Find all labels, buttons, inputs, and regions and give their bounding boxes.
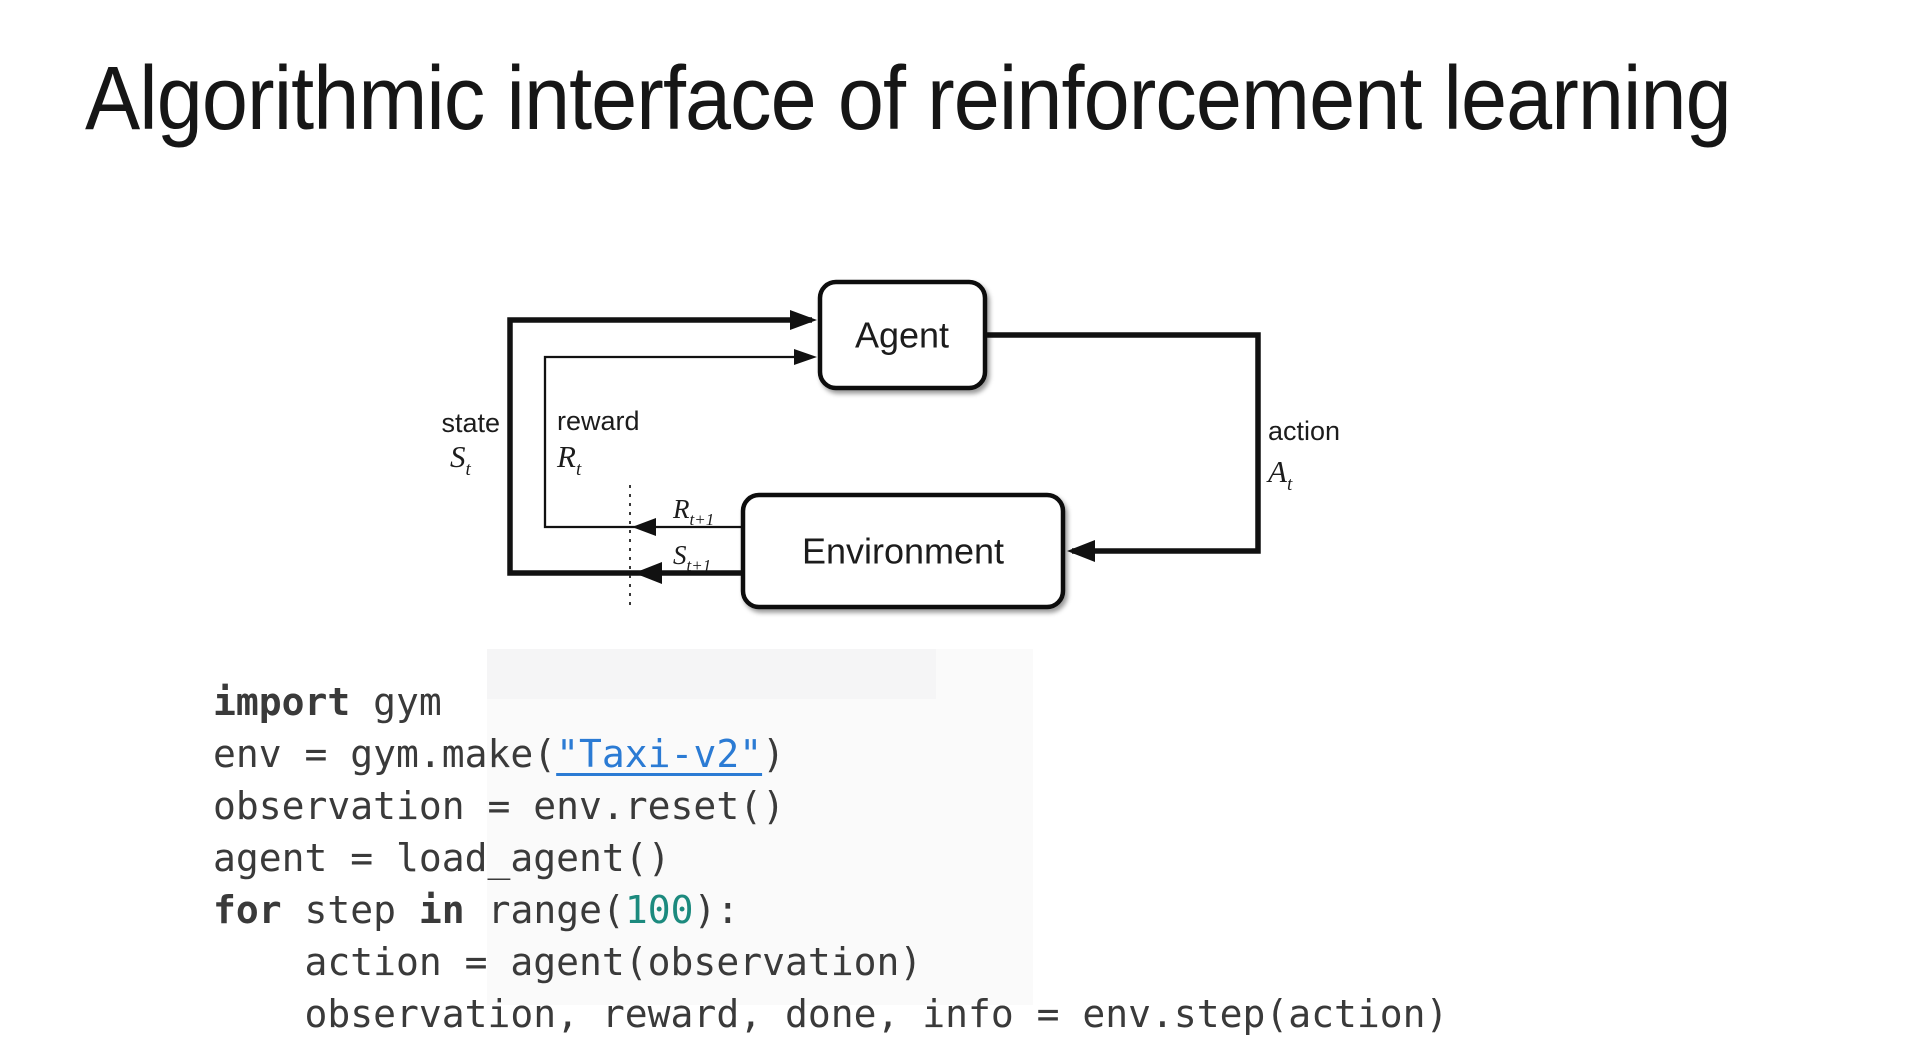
action-into-environment-arrowhead: [1067, 540, 1095, 562]
code-line: observation = env.reset(): [213, 780, 1448, 832]
code-segment: in: [418, 888, 465, 932]
code-segment: range(: [464, 888, 625, 932]
code-line: agent = load_agent(): [213, 832, 1448, 884]
code-segment: action = agent(observation): [213, 940, 923, 984]
agent-box: [817, 279, 988, 391]
code-segment: import: [213, 680, 351, 724]
code-segment: ):: [693, 888, 740, 932]
reward-label: reward: [557, 406, 640, 436]
reward-into-agent-arrowhead: [794, 349, 817, 365]
code-line: env = gym.make("Taxi-v2"): [213, 728, 1448, 780]
code-line: for step in range(100):: [213, 884, 1448, 936]
next-state-arrowhead: [634, 562, 662, 584]
code-segment: gym: [350, 680, 442, 724]
state-line: [507, 317, 812, 576]
taxi-v2-link[interactable]: "Taxi-v2": [556, 732, 763, 776]
code-segment: ): [762, 732, 785, 776]
code-background-tint: [487, 649, 936, 699]
action-label: action: [1268, 416, 1340, 446]
code-segment: observation = env.reset(): [213, 784, 785, 828]
state-label: state: [441, 408, 500, 438]
state-into-agent-arrowhead: [790, 310, 817, 330]
code-segment: observation, reward, done, info = env.st…: [213, 992, 1449, 1036]
next-reward-arrowhead: [632, 518, 656, 536]
action-symbol: At: [1266, 454, 1293, 495]
code-segment: step: [281, 888, 419, 932]
agent-box-label: Agent: [855, 315, 949, 356]
code-segment: 100: [624, 888, 694, 932]
code-background-tint: [487, 649, 1033, 1005]
slide-title: Algorithmic interface of reinforcement l…: [85, 49, 1732, 149]
code-line: action = agent(observation): [213, 936, 1448, 988]
code-segment: env = gym.make(: [213, 732, 557, 776]
rl-diagram: Agent Environment state St reward Rt act…: [441, 279, 1340, 610]
environment-box: [740, 492, 1066, 610]
environment-box-label: Environment: [802, 531, 1004, 572]
reward-symbol: Rt: [556, 439, 582, 480]
next-reward-symbol: Rt+1: [672, 494, 714, 529]
code-segment: agent = load_agent(): [213, 836, 671, 880]
state-symbol: St: [450, 439, 472, 480]
code-line: import gym: [213, 676, 1448, 728]
next-state-symbol: St+1: [673, 540, 711, 575]
code-line: observation, reward, done, info = env.st…: [213, 988, 1449, 1040]
action-line: [985, 332, 1261, 554]
code-segment: for: [213, 888, 282, 932]
